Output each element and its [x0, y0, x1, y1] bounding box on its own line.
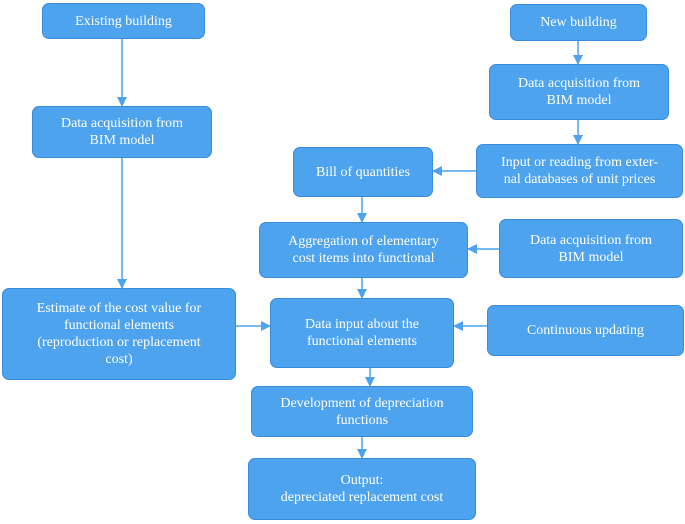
- node-line: functional elements: [306, 334, 418, 349]
- node-line: New building: [540, 15, 617, 30]
- node-line: Bill of quantities: [315, 164, 411, 180]
- node-line: nal databases of unit prices: [503, 172, 656, 187]
- continuous-updating-node: Continuous updating: [487, 305, 684, 356]
- node-line: Data acquisition from: [529, 232, 653, 248]
- node-line: Estimate of the cost value for: [36, 301, 202, 316]
- existing-building-node: Existing building: [42, 3, 205, 39]
- node-line: Data acquisition from: [60, 116, 184, 131]
- depreciation-node: Development of depreciation functions: [251, 386, 473, 437]
- data-acquisition-left-node: Data acquisition from BIM model: [32, 106, 212, 158]
- node-line: functional elements: [63, 318, 175, 333]
- node-line: cost items into functional: [292, 251, 435, 266]
- node-line: cost): [105, 352, 133, 367]
- node-line: BIM model: [89, 133, 155, 148]
- node-line: functions: [335, 412, 389, 428]
- node-line: BIM model: [546, 93, 612, 108]
- data-input-node: Data input about the functional elements: [270, 298, 454, 368]
- node-line: Development of depreciation: [280, 395, 444, 411]
- node-line: Continuous updating: [526, 323, 645, 338]
- node-line: BIM model: [558, 249, 624, 265]
- aggregation-node: Aggregation of elementary cost items int…: [259, 222, 468, 278]
- bill-of-quantities-node: Bill of quantities: [293, 147, 433, 197]
- node-line: Existing building: [75, 13, 172, 29]
- node-line: Input or reading from exter-: [501, 155, 658, 170]
- node-line: depreciated replacement cost: [280, 490, 444, 505]
- new-building-node: New building: [510, 4, 647, 41]
- node-line: Output:: [340, 473, 384, 488]
- estimate-node: Estimate of the cost value for functiona…: [2, 288, 236, 380]
- data-acquisition-mid-right-node: Data acquisition from BIM model: [499, 219, 683, 278]
- node-line: Aggregation of elementary: [288, 234, 439, 249]
- node-line: Data input about the: [305, 317, 419, 332]
- node-line: Data acquisition from: [517, 76, 641, 91]
- node-line: (reproduction or replacement: [37, 335, 201, 350]
